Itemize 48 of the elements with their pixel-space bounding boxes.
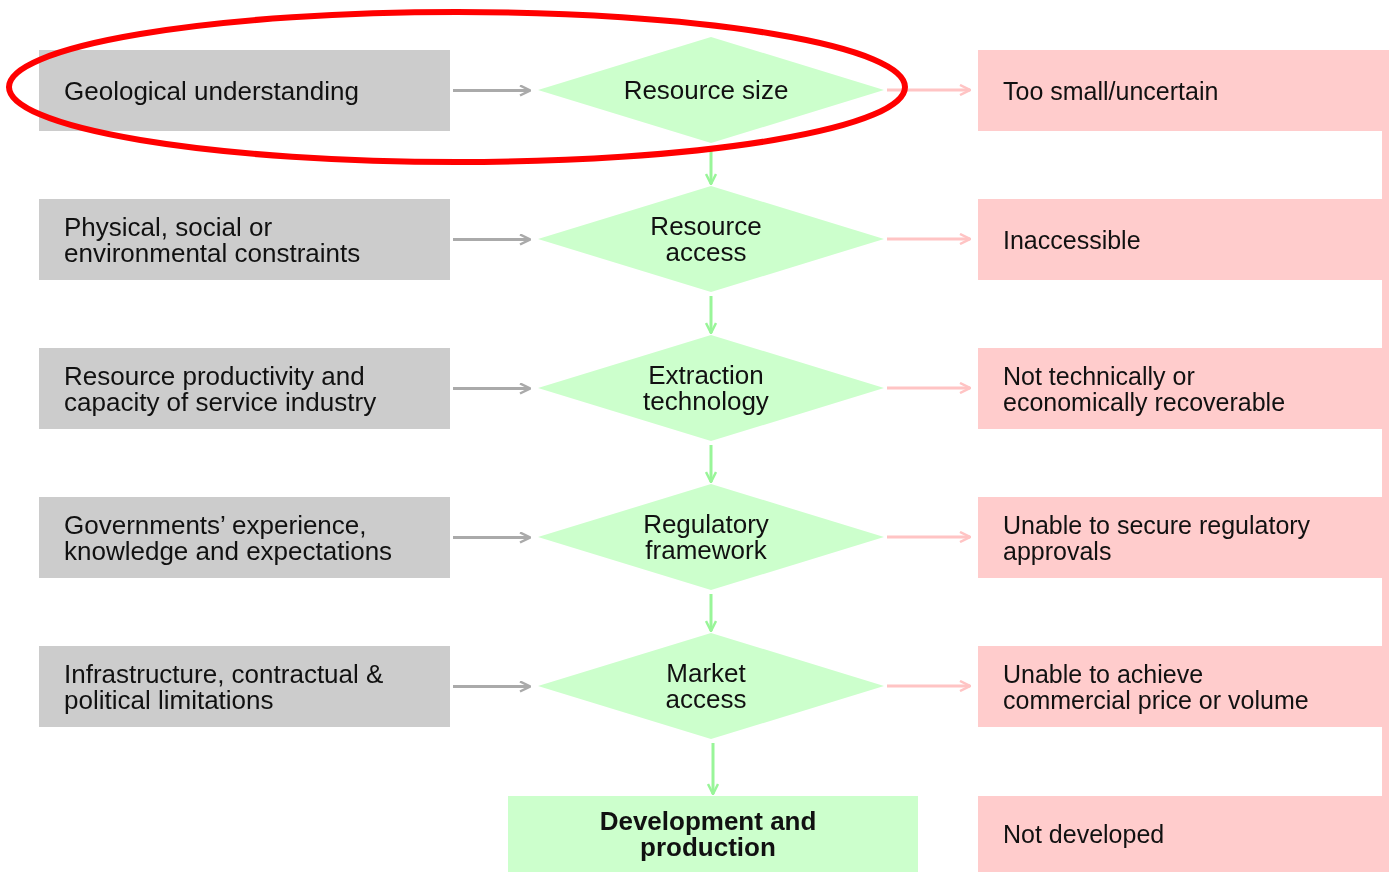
decision-diamond [538, 335, 884, 441]
node-label: Infrastructure, contractual & political limitations [64, 660, 385, 713]
outcome-box [978, 646, 1382, 727]
node-label: Resource productivity and capacity of service industry [64, 362, 378, 415]
decision-diamond [538, 484, 884, 590]
factor-box [39, 199, 450, 280]
node-label: Physical, social or environmental constraints [64, 213, 362, 266]
outcome-box [978, 348, 1382, 429]
factor-box [39, 646, 450, 727]
factor-box [39, 497, 450, 578]
arrow [453, 680, 532, 693]
node-label: Development and production [598, 808, 818, 860]
arrow [887, 679, 972, 693]
arrow [453, 84, 532, 97]
node-label: Resource access [649, 213, 763, 265]
node-label: Unable to secure regulatory approvals [1003, 511, 1312, 564]
outcome-box [978, 199, 1382, 280]
arrow [704, 594, 718, 633]
arrow [887, 232, 972, 246]
decision-diamond [538, 186, 884, 292]
outcome-box [978, 796, 1382, 872]
node-label: Unable to achieve commercial price or volume [1003, 660, 1310, 713]
arrow [704, 445, 718, 484]
result-box [508, 796, 918, 872]
node-label: Market access [664, 660, 748, 712]
arrow [453, 531, 532, 544]
node-label: Not technically or economically recoverable [1003, 362, 1287, 415]
node-label: Inaccessible [1003, 226, 1141, 253]
arrow [706, 743, 720, 796]
arrow [453, 233, 532, 246]
node-label: Not developed [1003, 821, 1165, 847]
decision-diamond [538, 37, 884, 143]
node-label: Geological understanding [64, 77, 359, 104]
arrow [887, 83, 972, 97]
arrow [887, 381, 972, 395]
factor-box [39, 348, 450, 429]
node-label: Too small/uncertain [1003, 77, 1219, 104]
node-label: Extraction technology [642, 362, 770, 414]
arrow [887, 530, 972, 544]
decision-diamond [538, 633, 884, 739]
arrow [704, 296, 718, 335]
outcome-box [978, 497, 1382, 578]
factor-box [39, 50, 450, 131]
arrow [453, 382, 532, 395]
outcome-box [978, 50, 1382, 131]
node-label: Regulatory framework [642, 511, 770, 563]
node-label: Governments’ experience, knowledge and expectations [64, 511, 394, 564]
node-label: Resource size [623, 77, 789, 103]
